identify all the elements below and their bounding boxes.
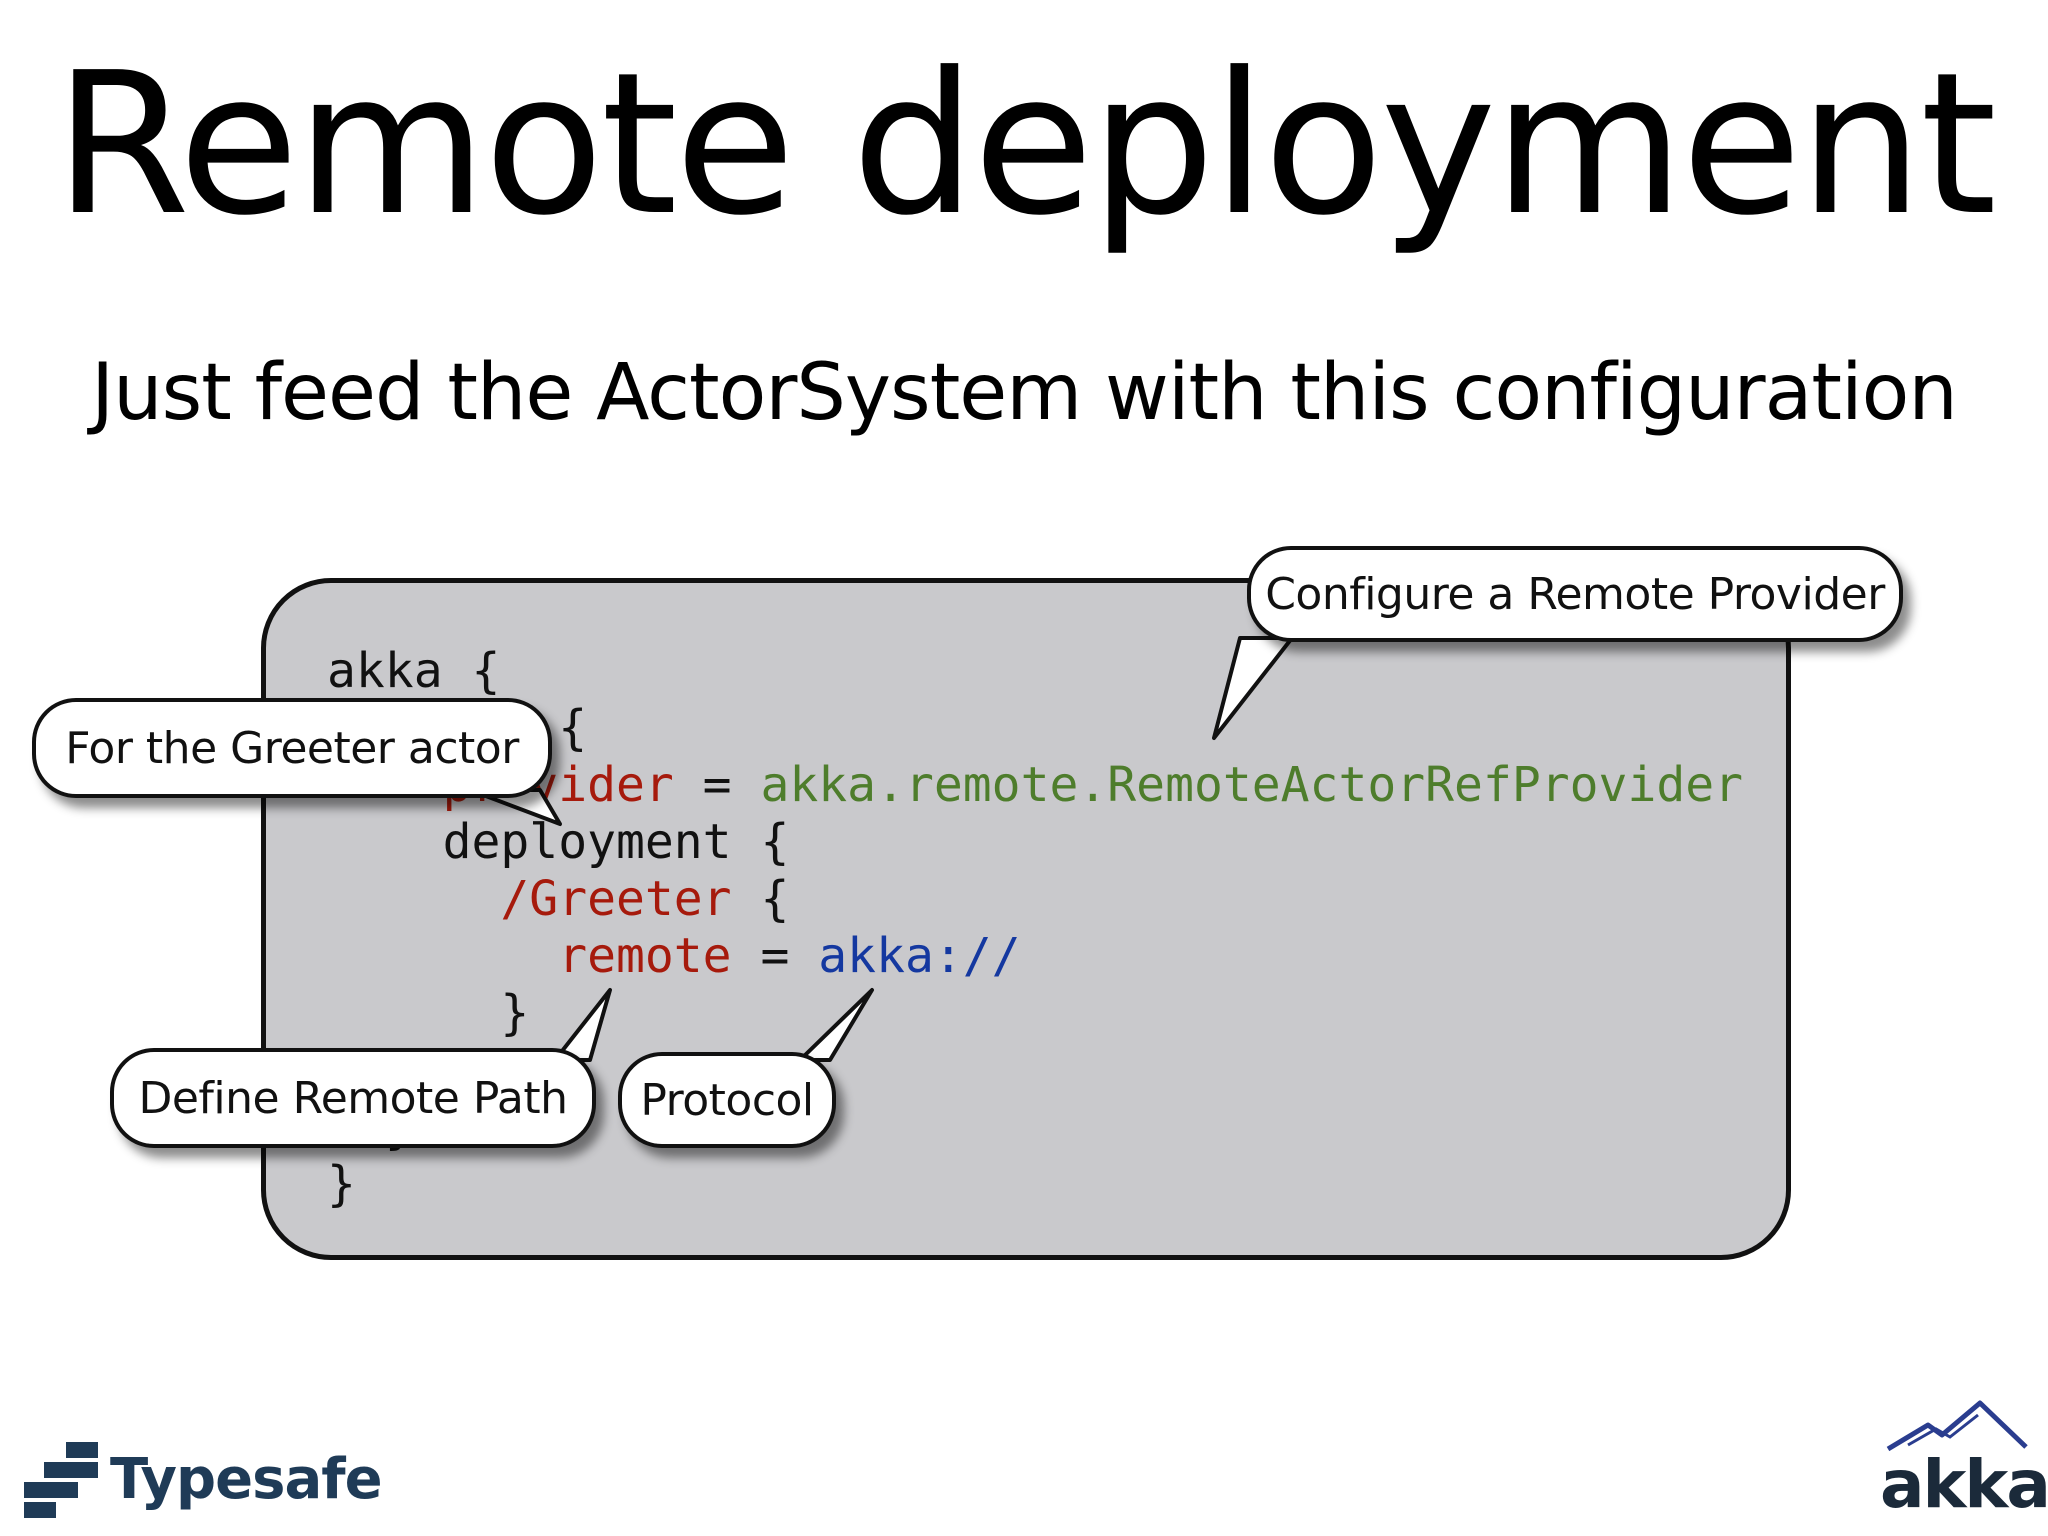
typesafe-wordmark: Typesafe: [110, 1447, 383, 1512]
code-line: /Greeter {: [327, 871, 789, 927]
code-operator: =: [731, 928, 819, 984]
callout-text: Configure a Remote Provider: [1265, 568, 1885, 620]
code-text: deployment {: [327, 814, 790, 870]
code-line: }: [327, 1156, 356, 1212]
code-text: }: [327, 985, 530, 1041]
code-line: provider = akka.remote.RemoteActorRefPro…: [327, 757, 1743, 813]
callout-remote-path: Define Remote Path: [110, 1048, 596, 1148]
typesafe-mark-icon: [24, 1442, 98, 1518]
callout-remote-provider: Configure a Remote Provider: [1247, 546, 1903, 642]
typesafe-logo: Typesafe: [22, 1440, 383, 1520]
config-key: remote: [327, 928, 732, 984]
slide-title: Remote deployment: [54, 31, 1997, 259]
code-panel: akka { actor { provider = akka.remote.Re…: [261, 578, 1791, 1260]
config-key: /Greeter: [327, 871, 732, 927]
code-text: akka {: [327, 643, 501, 699]
akka-wordmark: akka: [1880, 1446, 2048, 1523]
code-line: }: [327, 985, 529, 1041]
config-value: akka.remote.RemoteActorRefProvider: [760, 757, 1744, 813]
code-text: }: [327, 1156, 356, 1212]
code-operator: =: [673, 757, 761, 813]
akka-mountain-icon: [1886, 1400, 2028, 1452]
code-line: deployment {: [327, 814, 790, 870]
protocol-value: akka://: [818, 928, 1021, 984]
callout-text: For the Greeter actor: [65, 722, 519, 774]
callout-protocol: Protocol: [618, 1052, 836, 1148]
code-line: akka {: [327, 643, 500, 699]
callout-text: Protocol: [640, 1074, 814, 1126]
slide-subtitle: Just feed the ActorSystem with this conf…: [91, 348, 1958, 438]
code-line: remote = akka://: [327, 928, 1021, 984]
akka-logo: akka: [1880, 1395, 2048, 1525]
callout-text: Define Remote Path: [138, 1072, 568, 1124]
callout-greeter-actor: For the Greeter actor: [32, 698, 552, 798]
code-text: {: [731, 871, 790, 927]
